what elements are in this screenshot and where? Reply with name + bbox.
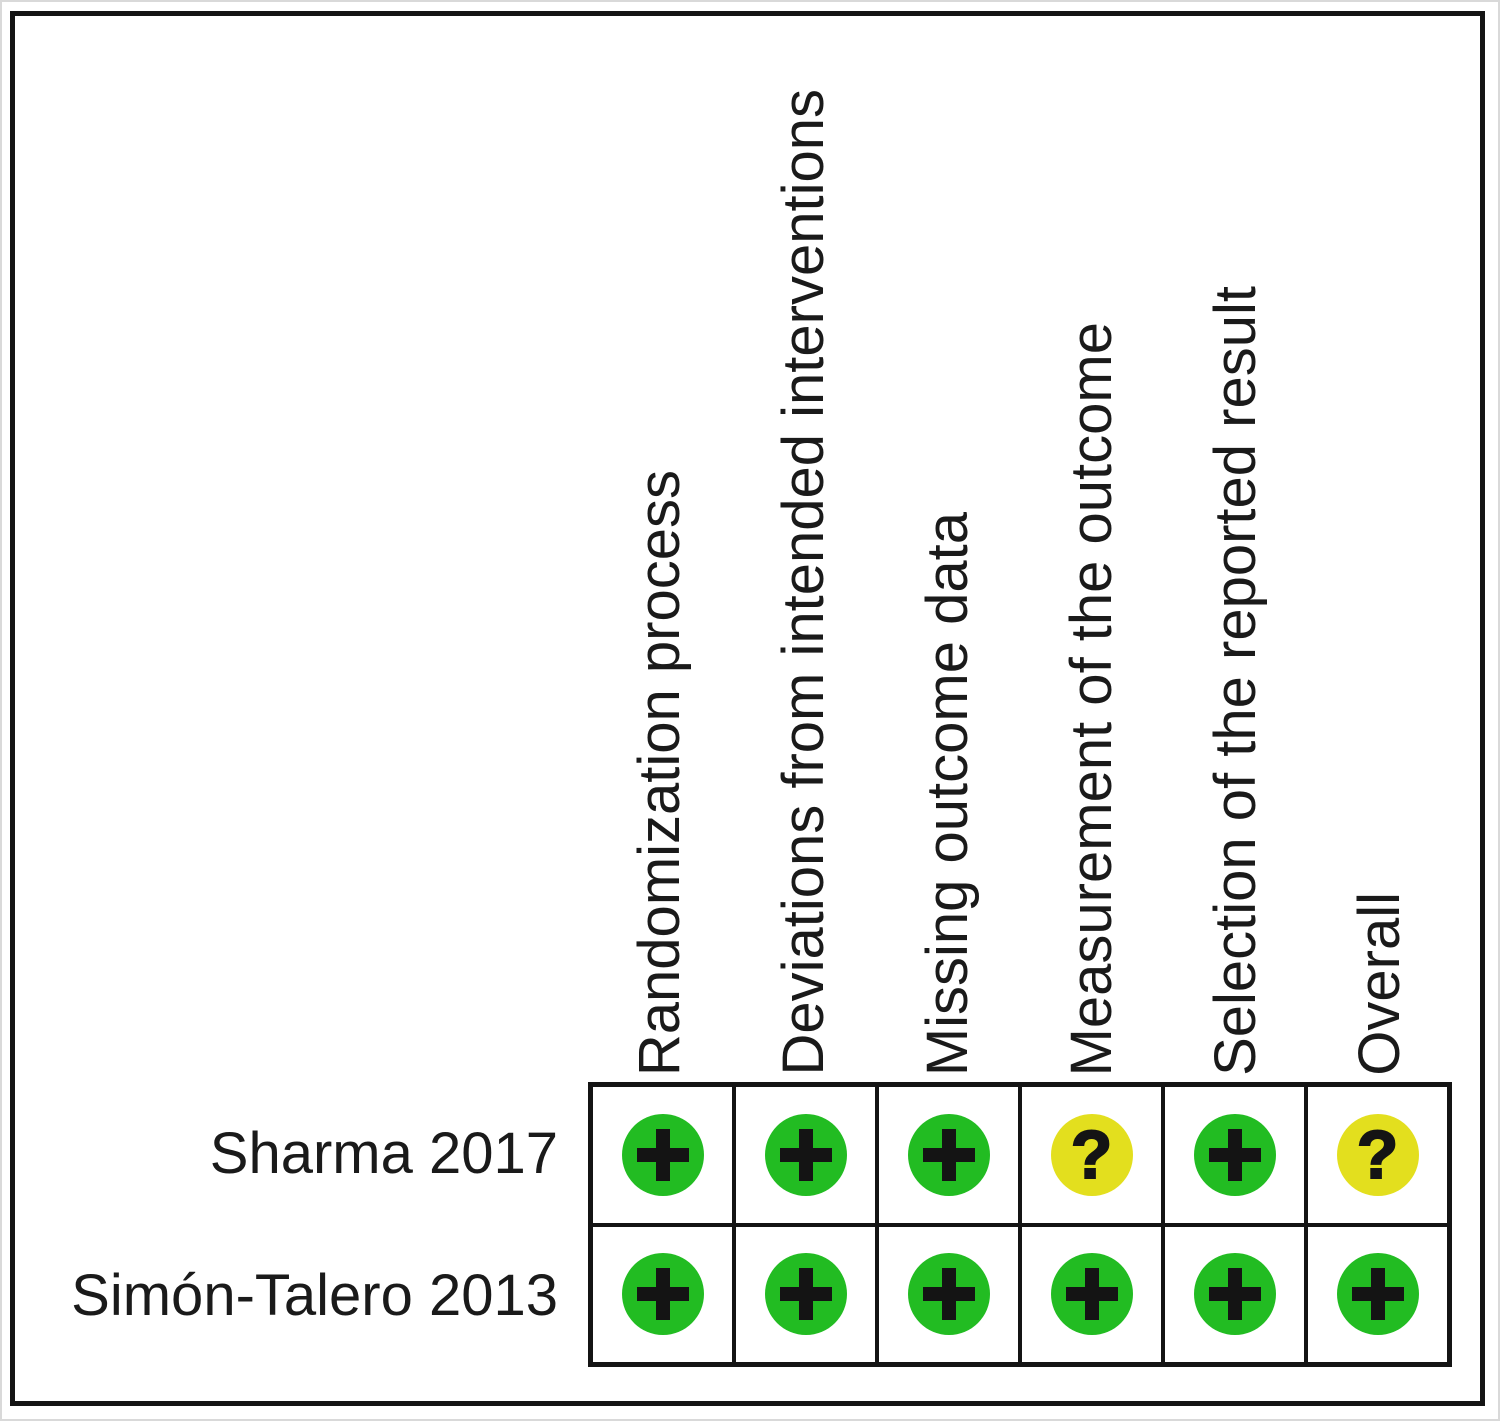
judgment-cell: ? — [1020, 1085, 1163, 1225]
judgment-symbol: + — [786, 1114, 826, 1196]
judgment-circle: + — [621, 1113, 704, 1196]
study-labels: Sharma 2017 Simón-Talero 2013 — [0, 1082, 574, 1367]
judgment-cell: + — [1306, 1224, 1449, 1364]
column-header-measurement: Measurement of the outcome — [1058, 321, 1124, 1076]
judgment-symbol: + — [1072, 1253, 1112, 1335]
column-header-slot: Selection of the reported result — [1164, 286, 1308, 1076]
judgment-circle: + — [764, 1113, 847, 1196]
column-header-slot: Overall — [1308, 892, 1452, 1076]
column-header-slot: Randomization process — [588, 470, 732, 1076]
judgment-symbol: + — [1358, 1253, 1398, 1335]
judgment-circle: + — [1050, 1253, 1133, 1336]
judgment-circle: + — [1336, 1253, 1419, 1336]
judgment-symbol: + — [643, 1253, 683, 1335]
study-label-simon-talero-2013: Simón-Talero 2013 — [71, 1263, 558, 1329]
judgment-symbol: + — [929, 1253, 969, 1335]
column-header-missing-data: Missing outcome data — [914, 511, 980, 1076]
judgment-table: + + + ? + ? — [588, 1082, 1452, 1367]
study-label-sharma-2017: Sharma 2017 — [209, 1120, 558, 1186]
column-header-slot: Missing outcome data — [876, 512, 1020, 1076]
judgment-symbol: ? — [1070, 1116, 1114, 1194]
judgment-cell: + — [1020, 1224, 1163, 1364]
judgment-cell: + — [1163, 1224, 1306, 1364]
judgment-cell: + — [877, 1224, 1020, 1364]
column-header-deviations: Deviations from intended interventions — [770, 89, 836, 1076]
column-header-slot: Measurement of the outcome — [1020, 322, 1164, 1076]
judgment-cell: + — [1163, 1085, 1306, 1225]
judgment-circle: ? — [1336, 1113, 1419, 1196]
judgment-symbol: + — [929, 1114, 969, 1196]
judgment-circle: + — [1193, 1253, 1276, 1336]
judgment-cell: + — [591, 1224, 734, 1364]
judgment-symbol: + — [1215, 1114, 1255, 1196]
judgment-circle: + — [764, 1253, 847, 1336]
judgment-cell: + — [877, 1085, 1020, 1225]
judgment-symbol: + — [786, 1253, 826, 1335]
judgment-symbol: ? — [1356, 1116, 1400, 1194]
judgment-cell: ? — [1306, 1085, 1449, 1225]
column-header-slot: Deviations from intended interventions — [732, 89, 876, 1076]
judgment-circle: + — [907, 1113, 990, 1196]
judgment-circle: + — [1193, 1113, 1276, 1196]
column-headers: Randomization process Deviations from in… — [588, 0, 1452, 1076]
column-header-selection: Selection of the reported result — [1202, 286, 1268, 1076]
judgment-circle: + — [621, 1253, 704, 1336]
judgment-circle: ? — [1050, 1113, 1133, 1196]
judgment-cell: + — [734, 1085, 877, 1225]
judgment-circle: + — [907, 1253, 990, 1336]
column-header-overall: Overall — [1346, 892, 1412, 1076]
judgment-symbol: + — [1215, 1253, 1255, 1335]
judgment-cell: + — [734, 1224, 877, 1364]
judgment-cell: + — [591, 1085, 734, 1225]
column-header-randomization: Randomization process — [626, 469, 692, 1076]
judgment-symbol: + — [643, 1114, 683, 1196]
